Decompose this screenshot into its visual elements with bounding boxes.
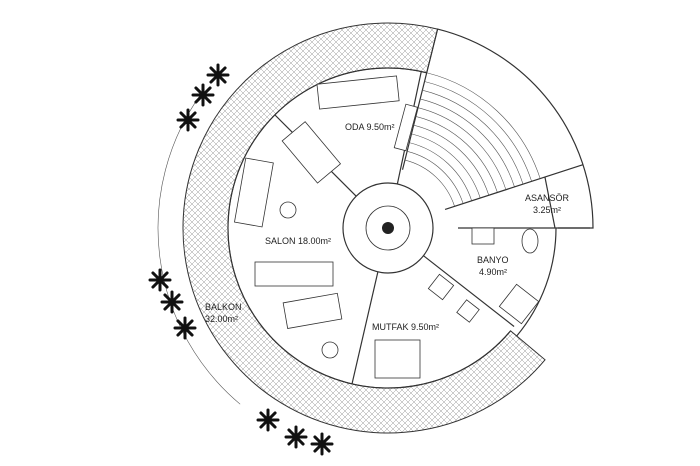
label-balkon-name: BALKON: [205, 302, 242, 312]
stair-step: [413, 124, 490, 196]
outer-wall: [227, 67, 512, 389]
stair-step: [411, 133, 481, 199]
elevator-wall: [544, 176, 556, 229]
label-asansor-area: 3.25m²: [533, 205, 561, 215]
sofa: [281, 121, 342, 184]
palm-tree-icon: [310, 432, 334, 456]
palm-tree-icon: [148, 268, 172, 292]
stair-landing-wall: [444, 164, 584, 211]
toilet: [521, 228, 539, 254]
central-core: [342, 182, 434, 274]
stair-step: [420, 98, 515, 187]
column-core: [382, 222, 394, 234]
palm-tree-icon: [206, 63, 230, 87]
label-asansor-name: ASANSÖR: [525, 193, 570, 203]
stair-step: [417, 107, 507, 190]
sink: [471, 227, 495, 245]
label-oda: ODA 9.50m²: [345, 122, 395, 132]
room-labels: ODA 9.50m² SALON 18.00m² BALKON 32.00m² …: [205, 122, 570, 332]
palm-tree-icon: [176, 108, 200, 132]
balcony-railing-arc: [157, 95, 241, 405]
palm-trees: [148, 63, 334, 456]
bathroom-outer-wall: [516, 227, 557, 337]
sofa: [254, 261, 334, 287]
sofa: [316, 75, 400, 110]
stair-step: [409, 142, 472, 201]
armchair: [282, 292, 343, 329]
sofa: [234, 157, 274, 228]
label-mutfak: MUTFAK 9.50m²: [372, 322, 439, 332]
label-salon: SALON 18.00m²: [265, 236, 331, 246]
palm-tree-icon: [173, 316, 197, 340]
label-balkon-area: 32.00m²: [205, 314, 238, 324]
dining-table: [374, 339, 421, 379]
palm-tree-icon: [160, 290, 184, 314]
label-banyo-name: BANYO: [477, 255, 509, 265]
cooktop: [456, 299, 480, 323]
palm-tree-icon: [256, 408, 280, 432]
partition-wall: [351, 271, 379, 385]
wardrobe: [393, 103, 418, 152]
stair-step: [422, 89, 524, 185]
palm-tree-icon: [284, 425, 308, 449]
stair-step: [424, 81, 532, 182]
stove: [427, 273, 455, 301]
stair-step: [404, 159, 455, 207]
palm-tree-icon: [191, 83, 215, 107]
partition-wall: [423, 255, 515, 327]
plant-pot: [321, 341, 339, 359]
stair-step: [407, 151, 464, 204]
staircase: [401, 28, 594, 229]
shower: [498, 283, 540, 325]
plant-pot: [279, 201, 297, 219]
furniture: [234, 75, 540, 379]
stair-step: [426, 72, 541, 179]
stair-outline: [401, 28, 594, 229]
stair-step: [415, 116, 498, 193]
label-banyo-area: 4.90m²: [479, 267, 507, 277]
